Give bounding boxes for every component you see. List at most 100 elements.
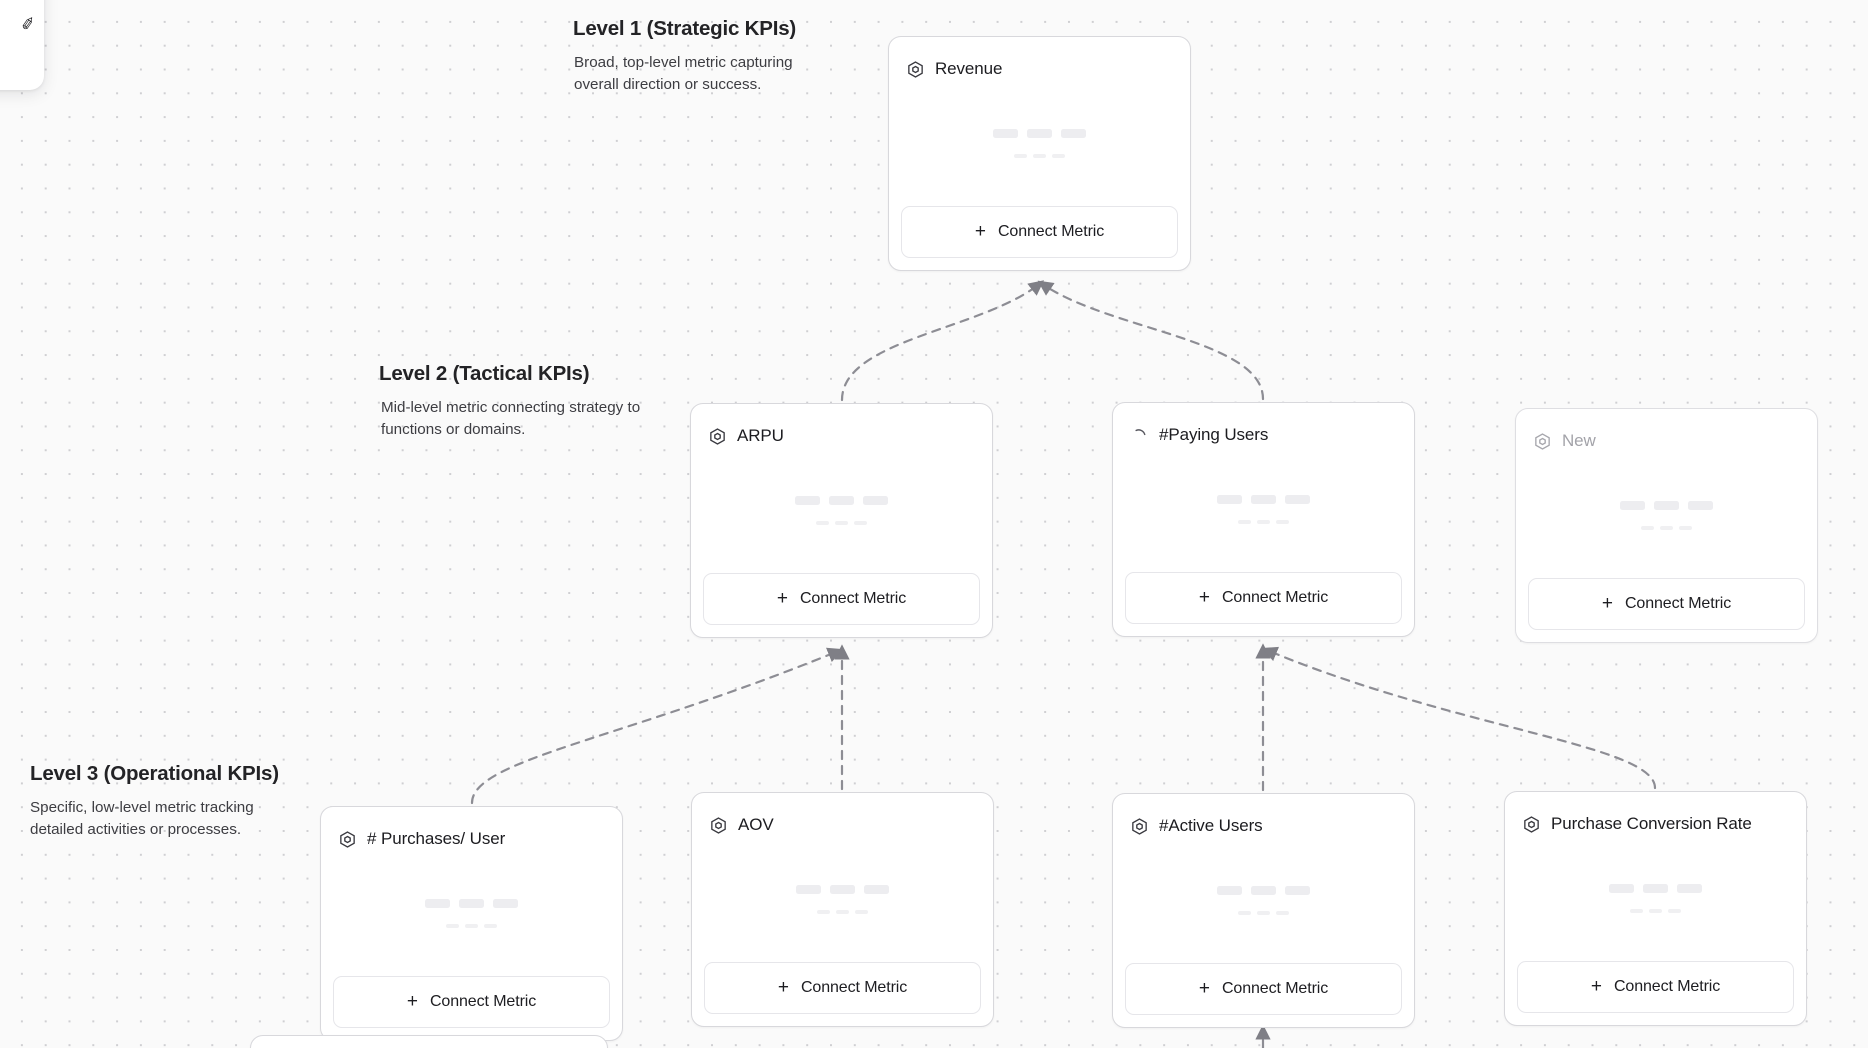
metric-card-revenue[interactable]: Revenue + Connect Metric	[888, 36, 1191, 271]
skeleton-bar	[1660, 526, 1673, 530]
card-header: New	[1516, 409, 1817, 457]
skeleton-bar	[830, 885, 855, 894]
metric-card-new[interactable]: New + Connect Metric	[1515, 408, 1818, 643]
plus-icon: +	[1590, 975, 1602, 997]
metric-card-active-users[interactable]: #Active Users + Connect Metric	[1112, 793, 1415, 1028]
card-title: Purchase Conversion Rate	[1551, 814, 1752, 833]
pen-tool-icon[interactable]: ✐	[19, 13, 37, 35]
skeleton-bar	[446, 924, 459, 928]
card-title: ARPU	[737, 426, 784, 445]
skeleton-bar	[1285, 886, 1310, 895]
skeleton-row-secondary	[446, 924, 497, 928]
level-2-description: Mid-level metric connecting strategy to …	[381, 399, 641, 438]
connect-metric-button[interactable]: + Connect Metric	[1528, 578, 1805, 630]
skeleton-bar	[1014, 154, 1027, 158]
metric-card-offscreen-bottom[interactable]	[250, 1035, 608, 1048]
hexagon-metric-icon	[1132, 817, 1147, 835]
floating-toolbar-panel[interactable]: ✐	[0, 0, 44, 90]
skeleton-bar	[1668, 909, 1681, 913]
skeleton-bar	[796, 885, 821, 894]
skeleton-bar	[1251, 495, 1276, 504]
metric-card-purchases-per-user[interactable]: # Purchases/ User + Connect Metric	[320, 806, 623, 1041]
skeleton-bar	[817, 910, 830, 914]
connect-metric-label: Connect Metric	[1613, 978, 1721, 995]
plus-icon: +	[974, 220, 986, 242]
connector-purchases-to-arpu	[470, 647, 844, 805]
skeleton-bar	[836, 910, 849, 914]
connect-metric-label: Connect Metric	[800, 979, 908, 996]
skeleton-bar	[1609, 884, 1634, 893]
connect-metric-label: Connect Metric	[799, 590, 907, 607]
plus-icon: +	[406, 990, 418, 1012]
connect-metric-button[interactable]: + Connect Metric	[1125, 963, 1402, 1015]
plus-icon: +	[1601, 592, 1613, 614]
connect-metric-button[interactable]: + Connect Metric	[703, 573, 980, 625]
level-3-block: Level 3 (Operational KPIs) Specific, low…	[30, 762, 292, 840]
plus-icon: +	[1198, 977, 1210, 999]
hexagon-metric-icon	[340, 830, 355, 848]
level-3-title: Level 3 (Operational KPIs)	[30, 762, 279, 785]
level-1-title: Level 1 (Strategic KPIs)	[573, 17, 797, 40]
connect-metric-button[interactable]: + Connect Metric	[1517, 961, 1794, 1013]
hexagon-metric-icon	[908, 60, 923, 78]
metric-card-arpu[interactable]: ARPU + Connect Metric	[690, 403, 993, 638]
skeleton-bar	[1630, 909, 1643, 913]
card-header: #Active Users	[1113, 794, 1414, 842]
skeleton-row-primary	[1217, 886, 1310, 895]
hexagon-metric-icon	[1524, 815, 1539, 833]
card-skeleton-body	[1516, 457, 1817, 578]
skeleton-row-secondary	[1238, 520, 1289, 524]
skeleton-bar	[1641, 526, 1654, 530]
skeleton-row-primary	[993, 129, 1086, 138]
skeleton-row-secondary	[1630, 909, 1681, 913]
hexagon-metric-icon	[1535, 432, 1550, 450]
skeleton-bar	[1257, 520, 1270, 524]
skeleton-bar	[1027, 129, 1052, 138]
level-3-description: Specific, low-level metric tracking deta…	[30, 799, 254, 838]
metric-card-purchase-conversion-rate[interactable]: Purchase Conversion Rate + Connect Metri…	[1504, 791, 1807, 1026]
skeleton-bar	[829, 496, 854, 505]
skeleton-bar	[1654, 501, 1679, 510]
skeleton-bar	[1620, 501, 1645, 510]
skeleton-bar	[855, 910, 868, 914]
skeleton-bar	[459, 899, 484, 908]
skeleton-bar	[864, 885, 889, 894]
connect-metric-label: Connect Metric	[1221, 589, 1329, 606]
card-skeleton-body	[1505, 840, 1806, 961]
skeleton-row-primary	[425, 899, 518, 908]
skeleton-bar	[465, 924, 478, 928]
skeleton-bar	[1061, 129, 1086, 138]
level-2-title: Level 2 (Tactical KPIs)	[379, 362, 590, 385]
connect-metric-button[interactable]: + Connect Metric	[1125, 572, 1402, 624]
metric-card-aov[interactable]: AOV + Connect Metric	[691, 792, 994, 1027]
loading-spinner-icon	[1135, 428, 1146, 435]
connect-metric-button[interactable]: + Connect Metric	[704, 962, 981, 1014]
skeleton-bar	[1276, 911, 1289, 915]
skeleton-bar	[1276, 520, 1289, 524]
connect-metric-label: Connect Metric	[1624, 595, 1732, 612]
card-header: Revenue	[889, 37, 1190, 85]
connect-metric-button[interactable]: + Connect Metric	[901, 206, 1178, 258]
skeleton-bar	[835, 521, 848, 525]
skeleton-bar	[1643, 884, 1668, 893]
connect-metric-label: Connect Metric	[997, 223, 1105, 240]
skeleton-bar	[993, 129, 1018, 138]
plus-icon: +	[776, 587, 788, 609]
skeleton-row-secondary	[816, 521, 867, 525]
card-skeleton-body	[692, 841, 993, 962]
skeleton-row-primary	[795, 496, 888, 505]
card-header: #Paying Users	[1113, 403, 1414, 451]
metric-card-paying-users[interactable]: #Paying Users + Connect Metric	[1112, 402, 1415, 637]
skeleton-row-primary	[796, 885, 889, 894]
card-title: New	[1562, 431, 1596, 450]
connect-metric-button[interactable]: + Connect Metric	[333, 976, 610, 1028]
skeleton-bar	[1257, 911, 1270, 915]
skeleton-bar	[1217, 495, 1242, 504]
skeleton-row-secondary	[817, 910, 868, 914]
card-header: AOV	[692, 793, 993, 841]
card-header: ARPU	[691, 404, 992, 452]
card-skeleton-body	[889, 85, 1190, 206]
skeleton-bar	[1285, 495, 1310, 504]
skeleton-bar	[1251, 886, 1276, 895]
